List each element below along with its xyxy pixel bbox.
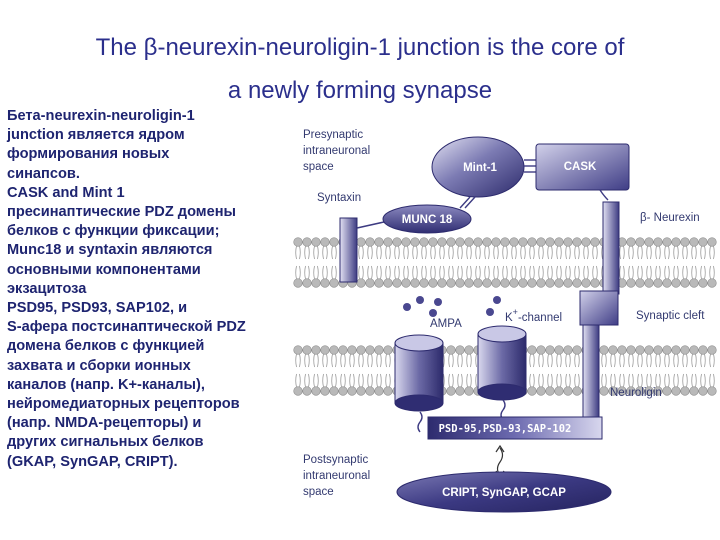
description-line: (GKAP, SynGAP, CRIPT). [7,453,178,470]
cask-neurexin-link [599,189,609,201]
ampa-label: AMPA [430,318,462,330]
cask-label: CASK [564,161,597,173]
syntaxin-munc-link [356,221,385,229]
mint1-label: Mint-1 [463,162,497,174]
neurotransmitter-dot [403,303,411,311]
neuroligin-label: Neuroligin [610,387,662,399]
beta-neurexin-protein [602,201,620,295]
neurotransmitter-dot [493,296,501,304]
description-line: пресинаптические PDZ домены [7,204,236,221]
neurotransmitter-dots [403,296,501,317]
description-line: синапсов. [7,165,80,182]
beta-neurexin-head [579,290,619,326]
psd-protein-bar [427,416,603,440]
neurotransmitter-dot [416,296,424,304]
description-line: захвата и сборки ионных [7,357,191,374]
psd-label: PSD-95,PSD-93,SAP-102 [439,423,572,435]
syntaxin-label: Syntaxin [317,192,361,204]
k-channel [477,325,527,401]
munc18-protein [382,204,472,234]
neurotransmitter-dot [486,308,494,316]
neurotransmitter-dot [434,298,442,306]
munc18-label: MUNC 18 [402,214,453,226]
ampa-psd-link [417,411,423,433]
description-line: (напр. NMDA-рецепторы) и [7,415,202,432]
description-line: формирования новых [7,146,170,163]
description-line: junction является ядром [7,127,185,144]
description-line: экзацитоза [7,280,87,297]
mint-munc-link [459,196,476,209]
ampa-channel [394,334,444,412]
description-line: основными компонентами [7,261,201,278]
description-line: Munc18 и syntaxin являются [7,242,213,259]
description-text: Бета-neurexin-neuroligin-1 junction являе… [7,107,299,472]
slide-title-line-1: The β-neurexin-neuroligin-1 junction is … [95,34,625,61]
description-line: нейромедиаторных рецепторов [7,396,240,413]
description-line: других сигнальных белков [7,434,204,451]
presynaptic-label-line-3: space [303,161,334,173]
cript-label: CRIPT, SynGAP, GCAP [442,487,566,499]
description-line: каналов (напр. K+-каналы), [7,376,205,393]
syntaxin-protein [339,217,358,283]
presynaptic-label-line-1: Presynaptic [303,129,363,141]
synaptic-cleft-label: Synaptic cleft [636,310,705,322]
beta-neurexin-label: β- Neurexin [640,212,700,224]
description-line: Бета-neurexin-neuroligin-1 [7,108,195,124]
postsynaptic-label-line-2: intraneuronal [303,470,370,482]
description-line: S-афера постсинаптической PDZ [7,319,246,336]
description-line: CASK and Mint 1 [7,184,125,201]
postsynaptic-label-line-3: space [303,486,334,498]
mint-cask-link [524,159,536,173]
cript-syngap-gcap-protein [396,471,612,513]
description-line: белков с функции фиксации; [7,223,220,240]
postsynaptic-label-line-1: Postsynaptic [303,454,368,466]
mint1-protein [431,136,525,198]
k-channel-label: K+-channel [505,307,562,324]
description-line: PSD95, PSD93, SAP102, и [7,300,188,317]
neurotransmitter-dot [429,309,437,317]
presynaptic-label-line-2: intraneuronal [303,145,370,157]
description-line: домена белков с функцией [7,338,205,355]
cask-protein [535,143,630,191]
slide-title-line-2: a newly forming synapse [227,77,493,104]
presynaptic-membrane [293,237,717,288]
